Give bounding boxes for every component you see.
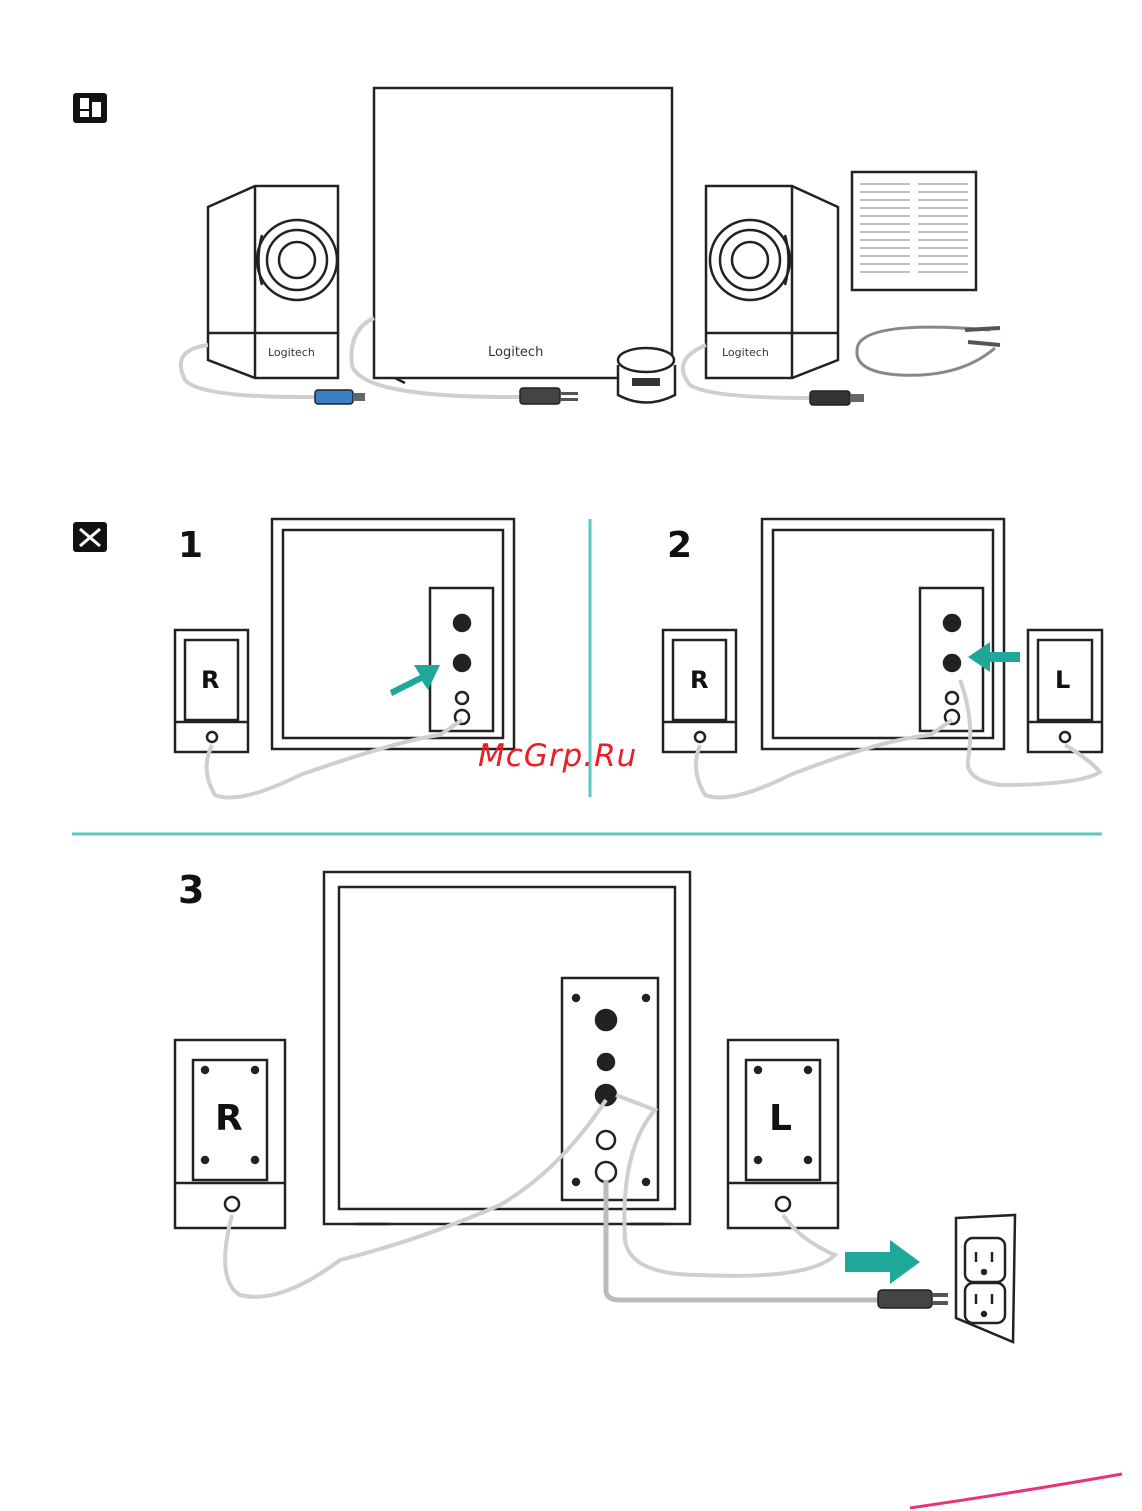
speaker-logo: Logitech xyxy=(268,346,315,359)
black-plug xyxy=(810,391,864,405)
step3-subwoofer-back xyxy=(324,872,690,1224)
step1-label-r: R xyxy=(201,666,219,694)
watermark: McGrp.Ru xyxy=(478,738,678,774)
audio-cable xyxy=(857,327,1000,375)
step-3-number: 3 xyxy=(178,868,204,912)
step2-label-l: L xyxy=(1055,666,1070,694)
tools-icon xyxy=(73,522,107,552)
power-plug xyxy=(520,388,578,404)
speaker-logo-2: Logitech xyxy=(722,346,769,359)
documentation-sheet xyxy=(852,172,976,290)
step3-arrow xyxy=(845,1240,920,1284)
step1-subwoofer-back xyxy=(272,519,514,749)
step3-power-plug xyxy=(878,1290,948,1308)
control-pod xyxy=(618,348,675,403)
step3-label-r: R xyxy=(215,1098,243,1139)
box-contents-icon xyxy=(73,93,107,123)
step3-label-l: L xyxy=(769,1098,792,1139)
blue-plug xyxy=(315,390,365,404)
wall-outlet xyxy=(956,1215,1015,1342)
subwoofer xyxy=(374,88,672,383)
step2-label-r: R xyxy=(690,666,708,694)
step-1-number: 1 xyxy=(178,525,203,566)
step-2-number: 2 xyxy=(667,525,692,566)
subwoofer-logo: Logitech xyxy=(488,345,543,360)
corner-accent-line xyxy=(910,1474,1122,1508)
